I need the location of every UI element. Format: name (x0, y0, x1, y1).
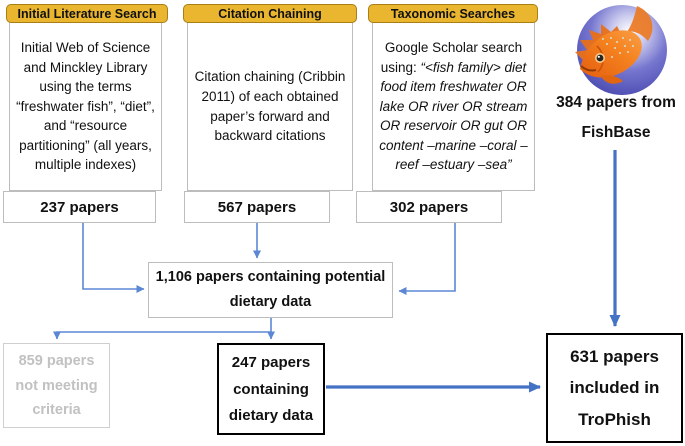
trophish-final-box: 631 papers included in TroPhish (546, 333, 683, 443)
pooled-papers-line2: dietary data (229, 294, 312, 310)
dietary-papers-box: 247 papers containing dietary data (217, 343, 325, 435)
dietary-line2: containing (233, 380, 309, 398)
excluded-line3: criteria (32, 402, 81, 419)
excluded-line2: not meeting (15, 377, 98, 394)
google-scholar-query: “<fish family> diet food item freshwater… (379, 59, 528, 173)
arrow-237-to-pooled (82, 223, 145, 293)
body-taxonomic-searches: Google Scholar search using: “<fish fami… (372, 22, 535, 191)
count-237-papers: 237 papers (3, 191, 156, 223)
pooled-papers-box: 1,106 papers containing potential dietar… (148, 262, 393, 318)
excluded-papers-box: 859 papers not meeting criteria (3, 343, 110, 428)
fishbase-fish-logo (575, 5, 667, 95)
header-citation-chaining: Citation Chaining (183, 4, 357, 23)
count-567-papers: 567 papers (184, 191, 330, 223)
header-taxonomic-searches: Taxonomic Searches (368, 4, 538, 23)
count-302-papers: 302 papers (356, 191, 502, 223)
final-line2: included in (569, 378, 660, 397)
fishbase-source-label: 384 papers from FishBase (546, 94, 685, 142)
fishbase-name: FishBase (581, 124, 651, 141)
excluded-line1: 859 papers (18, 352, 95, 369)
dietary-line3: dietary data (228, 406, 314, 424)
fishbase-papers-count: 384 papers from (556, 94, 676, 111)
final-line1: 631 papers (570, 346, 659, 366)
header-initial-literature-search: Initial Literature Search (6, 4, 168, 23)
arrow-pooled-to-excluded (53, 331, 271, 340)
body-citation-chaining: Citation chaining (Cribbin 2011) of each… (187, 22, 353, 191)
pooled-papers-line1: 1,106 papers containing potential (155, 269, 386, 285)
google-scholar-search-prefix: Google Scholar search using: (380, 40, 523, 75)
dietary-line1: 247 papers (231, 354, 311, 372)
arrow-302-to-pooled (398, 223, 456, 295)
final-line3: TroPhish (578, 409, 651, 429)
body-initial-literature-search: Initial Web of Science and Minckley Libr… (9, 22, 162, 191)
